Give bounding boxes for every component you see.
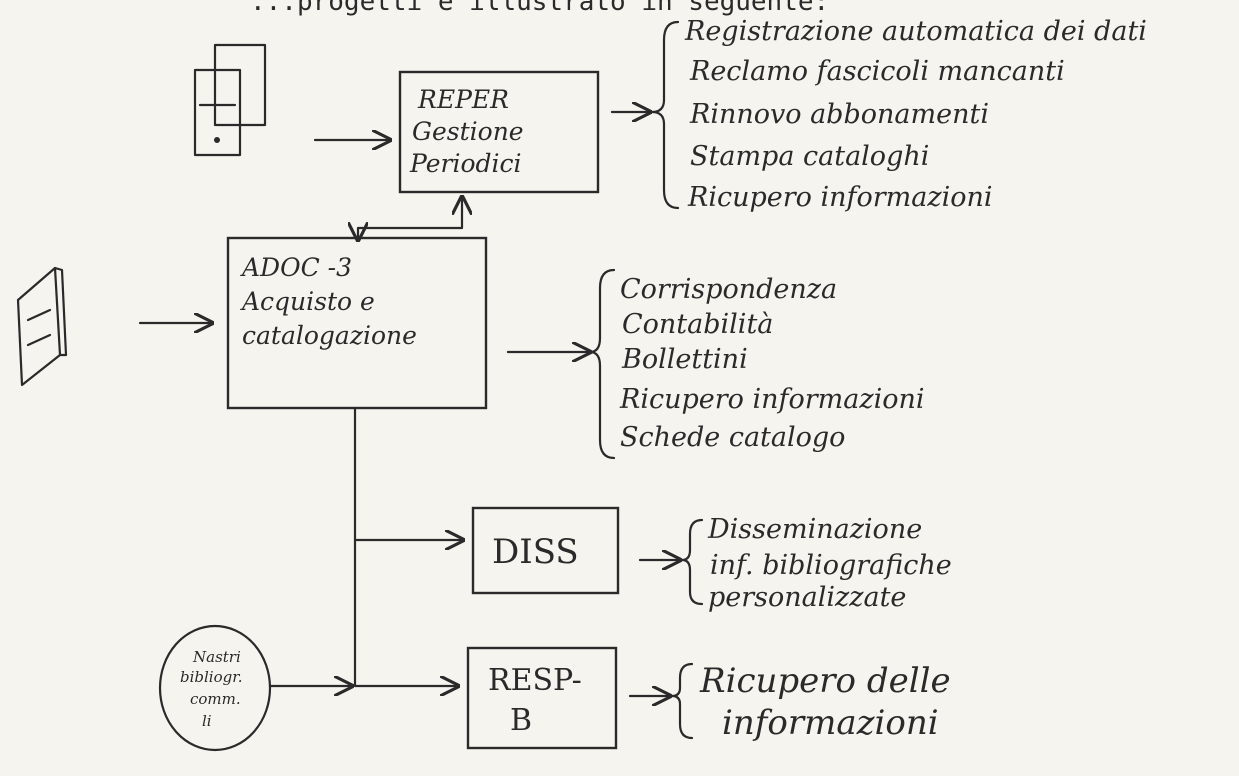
list-item: Rinnovo abbonamenti: [689, 99, 989, 130]
list-item: Ricupero informazioni: [687, 182, 993, 213]
resp-line-2: B: [510, 703, 532, 738]
list-item: Disseminazione: [707, 514, 922, 545]
reper-box: REPER Gestione Periodici: [398, 70, 600, 194]
brace-reper: [650, 20, 680, 210]
list-item: inf. bibliografiche: [710, 550, 952, 581]
list-item: personalizzate: [708, 582, 906, 613]
brace-diss: [680, 518, 704, 606]
list-item: Ricupero delle: [699, 661, 951, 701]
diss-label: DISS: [492, 532, 579, 572]
resp-box: RESP- B: [466, 646, 618, 750]
resp-list: Ricupero delle informazioni: [699, 661, 951, 743]
nastri-line-2: bibliogr.: [180, 668, 243, 686]
periodical-icon: [193, 43, 267, 157]
list-item: Bollettini: [621, 344, 748, 375]
adoc-list: Corrispondenza Contabilità Bollettini Ri…: [619, 274, 925, 453]
list-item: informazioni: [722, 703, 939, 743]
book-icon: [16, 266, 68, 387]
resp-line-1: RESP-: [488, 663, 582, 698]
reper-title: REPER: [417, 85, 509, 114]
list-item: Contabilità: [622, 309, 773, 340]
list-item: Schede catalogo: [620, 422, 845, 453]
adoc-title: ADOC -3: [240, 253, 352, 282]
list-item: Registrazione automatica dei dati: [684, 16, 1147, 47]
brace-resp: [670, 662, 694, 740]
nastri-circle: Nastri bibliogr. comm. li: [158, 624, 272, 752]
list-item: Reclamo fascicoli mancanti: [689, 56, 1065, 87]
nastri-line-3: comm.: [190, 690, 241, 708]
adoc-line-2: Acquisto e: [240, 287, 375, 316]
arrow-reper-adoc: [358, 197, 462, 240]
brace-adoc: [588, 268, 616, 460]
adoc-box: ADOC -3 Acquisto e catalogazione: [226, 236, 488, 410]
adoc-line-3: catalogazione: [242, 321, 417, 350]
nastri-line-4: li: [202, 712, 212, 730]
list-item: Corrispondenza: [620, 274, 837, 305]
list-item: Stampa cataloghi: [690, 141, 929, 172]
diss-list: Disseminazione inf. bibliografiche perso…: [707, 514, 952, 613]
reper-list: Registrazione automatica dei dati Reclam…: [684, 16, 1147, 213]
reper-line-3: Periodici: [409, 149, 522, 178]
nastri-line-1: Nastri: [192, 648, 241, 666]
list-item: Ricupero informazioni: [619, 384, 925, 415]
diss-box: DISS: [471, 506, 620, 595]
header-text: ...progetti è illustrato in seguente:: [250, 0, 829, 17]
reper-line-2: Gestione: [412, 117, 524, 146]
